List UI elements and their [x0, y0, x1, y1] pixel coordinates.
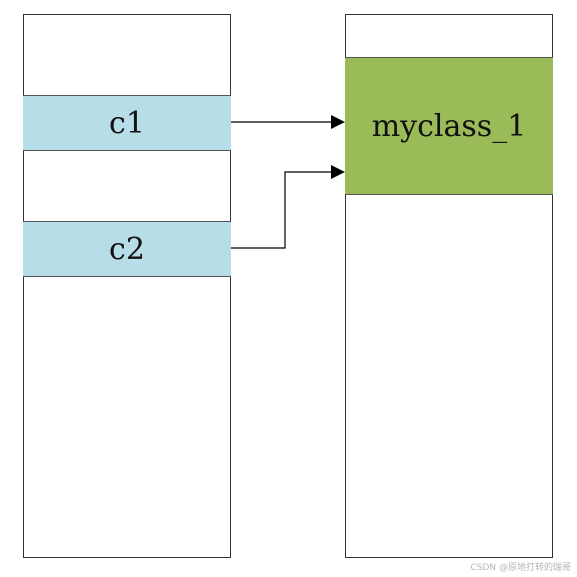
object-cell: myclass_1 [345, 57, 553, 195]
arrowhead-c1 [331, 115, 345, 129]
variable-cell-c2: c2 [23, 221, 231, 277]
variable-label-c1: c1 [109, 105, 145, 141]
arrow-c2-to-object [231, 171, 333, 249]
stack-column: c1 c2 [23, 14, 231, 558]
watermark: CSDN @原地打转的瑞哥 [470, 563, 571, 573]
heap-column: myclass_1 [345, 14, 553, 558]
variable-label-c2: c2 [109, 231, 145, 267]
variable-cell-c1: c1 [23, 95, 231, 151]
object-label: myclass_1 [371, 108, 527, 144]
arrowhead-c2 [331, 165, 345, 179]
